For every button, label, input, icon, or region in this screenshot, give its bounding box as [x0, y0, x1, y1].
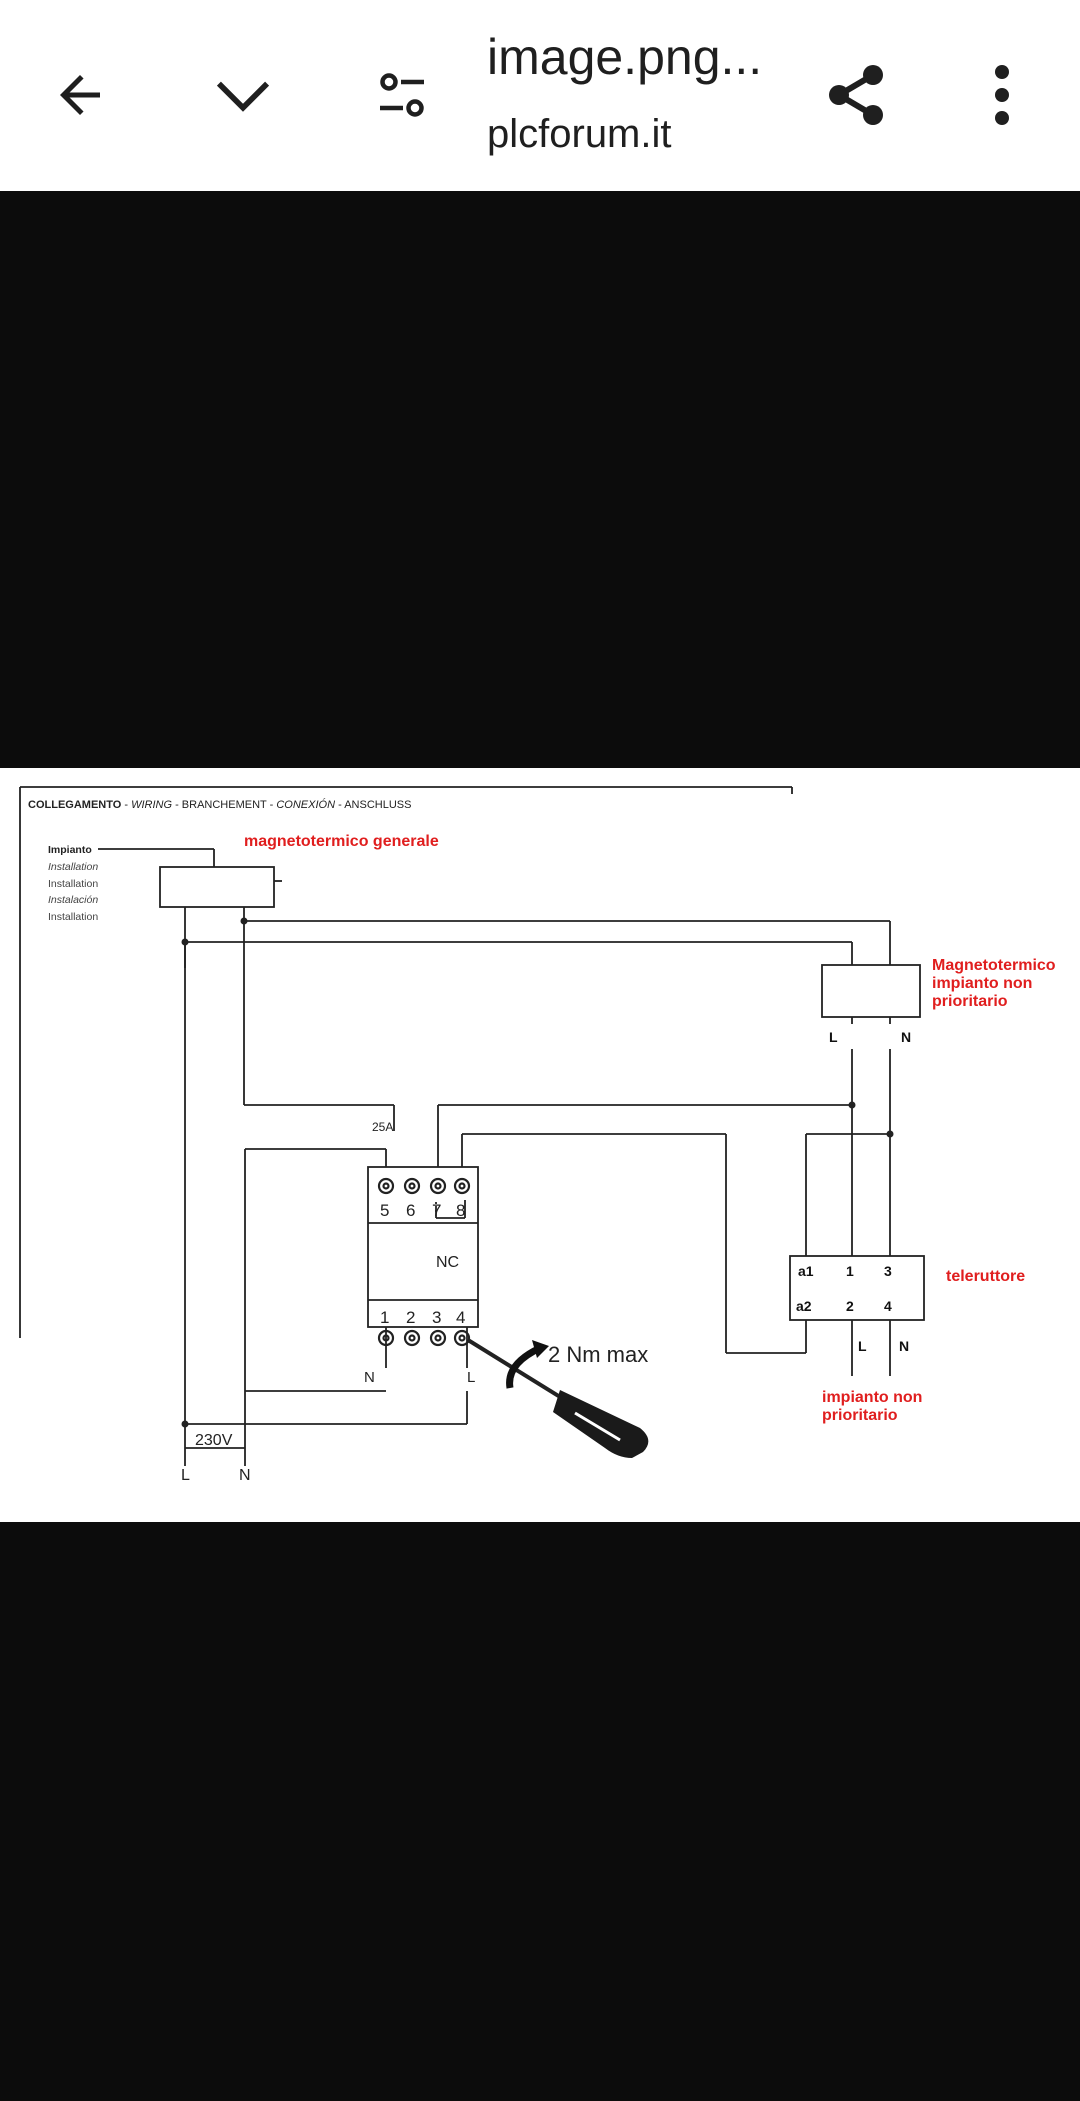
relay-terminal: 5 — [380, 1201, 389, 1220]
contactor-out-n: N — [899, 1338, 909, 1354]
breaker-n-label: N — [901, 1029, 911, 1045]
diagram-header: COLLEGAMENTO — [28, 799, 122, 811]
supply-n: N — [239, 1467, 251, 1484]
nonpriority-breaker-label: impianto non — [932, 975, 1032, 992]
contactor-a2: a2 — [796, 1298, 812, 1314]
collapse-button[interactable] — [203, 55, 283, 135]
image-source[interactable]: plcforum.it — [487, 112, 672, 156]
contactor-t4: 4 — [884, 1298, 892, 1314]
legend-line: Instalación — [48, 894, 98, 906]
diagram-image[interactable]: COLLEGAMENTO - WIRING - BRANCHEMENT - CO… — [0, 768, 1080, 1522]
legend-line: Installation — [48, 878, 98, 890]
relay-terminal: 3 — [432, 1308, 441, 1327]
top-toolbar: image.png... plcforum.it — [0, 0, 1080, 191]
back-arrow-icon — [60, 75, 100, 115]
screwdriver-icon — [466, 1338, 649, 1458]
wiring-diagram: COLLEGAMENTO - WIRING - BRANCHEMENT - CO… — [19, 786, 1056, 1484]
contactor-t2: 2 — [846, 1298, 854, 1314]
relay-n-label: N — [364, 1369, 375, 1386]
nonpriority-load-label: impianto non — [822, 1389, 922, 1406]
chevron-down-icon — [216, 81, 270, 112]
supply-l: L — [181, 1467, 190, 1484]
nonpriority-breaker-label: prioritario — [932, 993, 1008, 1010]
adjust-button[interactable] — [362, 55, 442, 135]
relay-contact-label: NC — [436, 1254, 459, 1271]
torque-label: 2 Nm max — [548, 1342, 648, 1367]
legend-line: Installation — [48, 911, 98, 923]
nonpriority-breaker-label: Magnetotermico — [932, 957, 1056, 974]
more-options-button[interactable] — [962, 55, 1042, 135]
relay-l-label: L — [467, 1369, 475, 1386]
contactor-out-l: L — [858, 1338, 867, 1354]
supply-voltage: 230V — [195, 1432, 233, 1449]
relay-terminal: 6 — [406, 1201, 415, 1220]
main-breaker-label: magnetotermico generale — [244, 833, 439, 850]
image-title: image.png... — [487, 29, 763, 85]
contactor-a1: a1 — [798, 1263, 814, 1279]
svg-text:COLLEGAMENTO - WIRING - BRANCH: COLLEGAMENTO - WIRING - BRANCHEMENT - CO… — [28, 798, 411, 811]
relay-terminal: 8 — [456, 1201, 465, 1220]
relay-rating: 25A — [372, 1120, 393, 1134]
contactor-label: teleruttore — [946, 1268, 1025, 1285]
more-vert-icon — [995, 65, 1009, 125]
relay-terminal: 4 — [456, 1308, 465, 1327]
contactor-t3: 3 — [884, 1263, 892, 1279]
share-icon — [829, 65, 883, 125]
adjust-icon — [380, 73, 424, 117]
legend-line: Installation — [48, 861, 98, 873]
breaker-l-label: L — [829, 1029, 838, 1045]
back-button[interactable] — [40, 55, 120, 135]
contactor-t1: 1 — [846, 1263, 854, 1279]
relay-terminal: 2 — [406, 1308, 415, 1327]
viewer-background-bottom[interactable] — [0, 1522, 1080, 2101]
relay-terminal: 7 — [432, 1201, 441, 1220]
nonpriority-load-label: prioritario — [822, 1407, 898, 1424]
viewer-background-top[interactable] — [0, 191, 1080, 768]
share-button[interactable] — [816, 55, 896, 135]
relay-terminal: 1 — [380, 1308, 389, 1327]
legend-line: Impianto — [48, 844, 92, 856]
